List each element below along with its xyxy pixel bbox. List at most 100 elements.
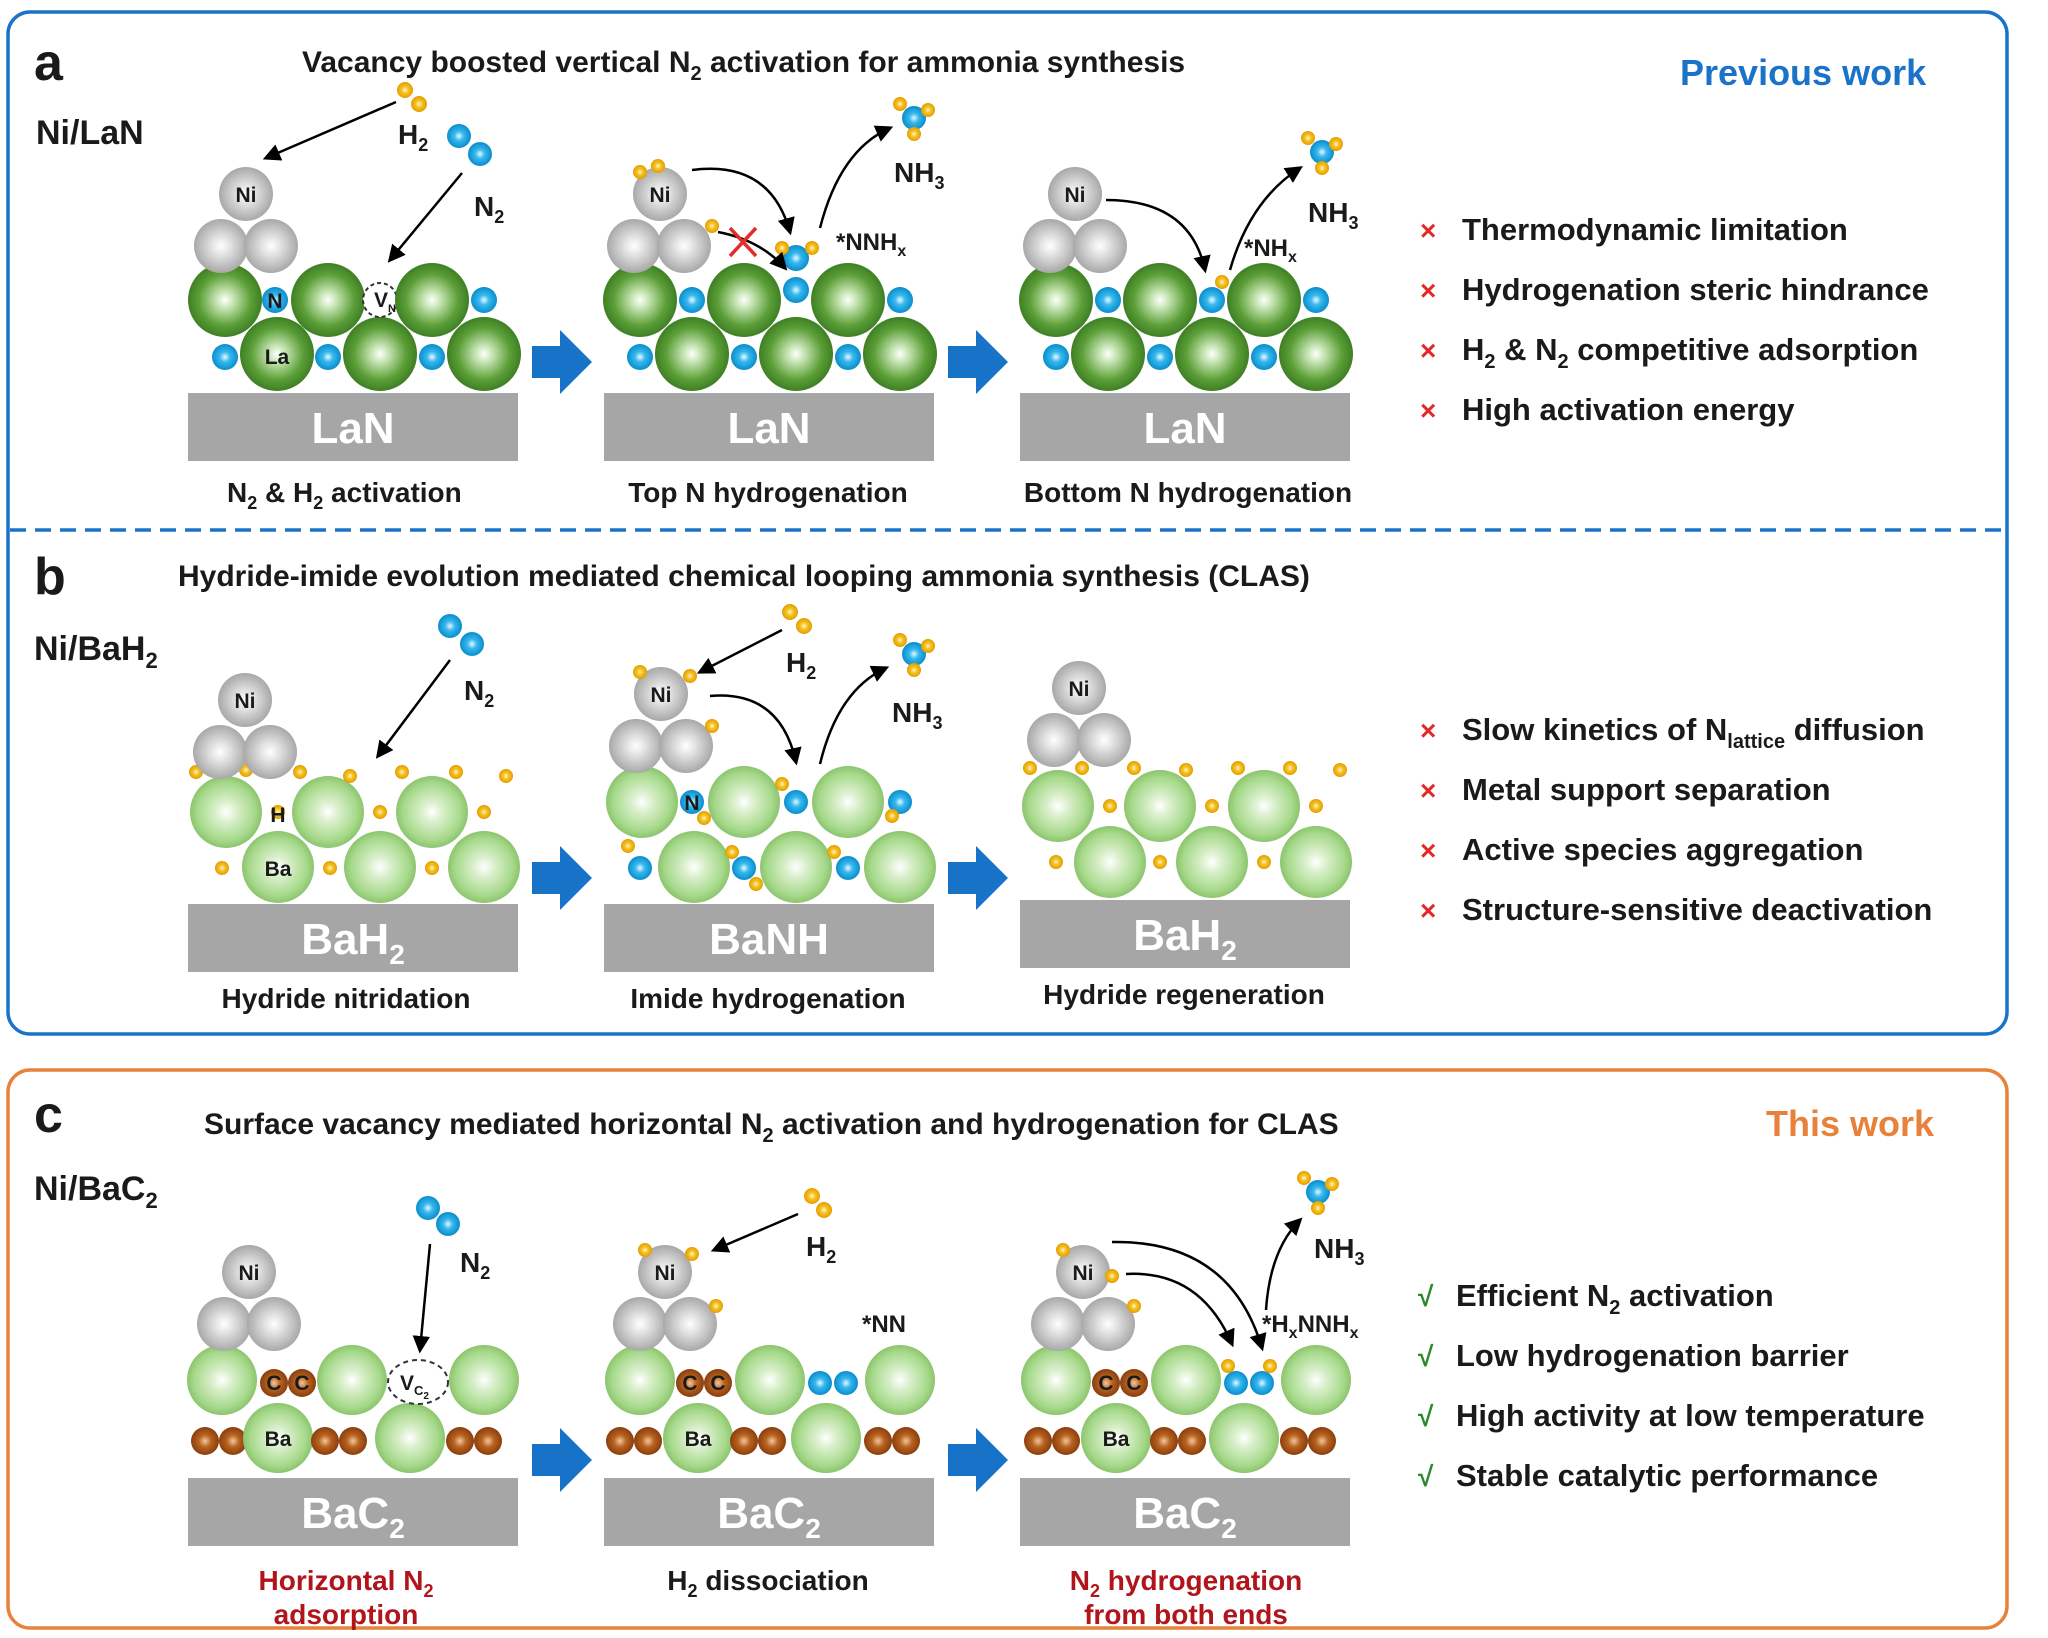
la-label: La [265,346,290,369]
ba-atom [448,831,520,903]
c-atom [634,1427,662,1455]
vacancy-label: VN [374,289,396,315]
n-label: N [684,792,699,815]
blocked-path-arrow [717,230,788,271]
nh3-release-arrow [1264,1217,1303,1311]
advantage-item: High activity at low temperature [1456,1398,1925,1433]
ba-label: Ba [265,858,292,881]
nnhx-label: *NNHx [836,229,906,260]
h-atom [1315,161,1329,175]
panel-b-letter: b [34,548,66,606]
h-atom [1105,1269,1119,1283]
advantage-item: Stable catalytic performance [1456,1458,1878,1493]
h-atom [885,809,899,823]
la-atom [1279,317,1353,391]
process-arrow [948,846,1008,910]
n-atom [1224,1371,1248,1395]
ba-atom [396,776,468,848]
n-atom [1306,1180,1330,1204]
n-atom [1303,287,1329,313]
step-label-c1-line1: Horizontal N2 [259,1565,434,1601]
ba-atom [375,1403,445,1473]
c-atom [1092,1369,1120,1397]
n-atom [419,344,445,370]
la-atom [759,317,833,391]
n-atom [808,1371,832,1395]
h-atom [293,765,307,779]
c-label: C [1126,1372,1141,1395]
ba-atom [1176,826,1248,898]
h-atom [343,769,357,783]
h-atom [397,82,413,98]
panel-a: a Vacancy boosted vertical N2 activation… [34,34,1929,513]
n-atom [835,344,861,370]
ba-atom [735,1345,805,1415]
ni-atom [1027,713,1081,767]
ba-atom [1074,826,1146,898]
h-atom [373,805,387,819]
ni-label: Ni [1069,678,1090,701]
c-atom [1308,1427,1336,1455]
process-arrow [532,1428,592,1492]
h-atom [395,765,409,779]
drawback-item: H2 & N2 competitive adsorption [1462,332,1918,373]
support-label: LaN [311,404,394,453]
n-atom [628,856,652,880]
ba-atom [1022,770,1094,842]
support-slab [604,1478,934,1546]
n-atom [731,344,757,370]
h-atom [323,861,337,875]
h-atom [638,1243,652,1257]
h-atom [685,1247,699,1261]
h-atom [683,669,697,683]
ni-atom [243,725,297,779]
n-atom [1199,287,1225,313]
h-atom [709,1299,723,1313]
h-transfer-arrow [1105,198,1211,274]
support-slab [1020,393,1350,461]
h-atom [215,861,229,875]
ni-atom [1073,219,1127,273]
ba-atom [243,1403,313,1473]
support-label: BaC2 [301,1489,405,1544]
scene-b3: BaH2 Ni Hydride regeneration [1020,661,1352,1010]
ba-atom [1081,1403,1151,1473]
nh3-label: NH3 [1314,1233,1364,1269]
la-atom [1175,317,1249,391]
catalyst-label-nilan: Ni/LaN [36,114,144,152]
ni-label: Ni [236,184,257,207]
support-slab [604,393,934,461]
h-transfer-arrow [1125,1272,1235,1348]
n-label: N [267,290,282,313]
h-atom [775,777,789,791]
step-label-c3-line1: N2 hydrogenation [1070,1565,1302,1601]
advantage-item: Efficient N2 activation [1456,1278,1774,1319]
h-atom [705,219,719,233]
n2-arrow [387,172,463,263]
c-atom [339,1427,367,1455]
c-atom [191,1427,219,1455]
h-transfer-arrow [691,167,795,236]
ba-atom [605,1345,675,1415]
previous-work-tag: Previous work [1680,52,1927,93]
n2-label: N2 [474,191,504,227]
check-icon: √ [1418,1341,1434,1372]
panel-a-letter: a [34,34,64,92]
n-atom [1043,344,1069,370]
ni-atom [218,673,272,727]
hxnnhx-label: *HxNNHx [1262,1311,1359,1342]
c-atom [730,1427,758,1455]
la-atom [1123,263,1197,337]
drawback-item: Metal support separation [1462,772,1831,807]
h-atom [1023,761,1037,775]
h-atom [411,96,427,112]
c2-vacancy [387,1359,449,1405]
nh3-release-arrow [818,125,894,229]
step-label-b1: Hydride nitridation [222,983,471,1014]
ba-atom [242,831,314,903]
ni-atom [222,1245,276,1299]
n-atom [888,790,912,814]
scene-a1: LaN Ni N La VN H2 [188,82,521,513]
h-atom [651,159,665,173]
n-atom [460,632,484,656]
